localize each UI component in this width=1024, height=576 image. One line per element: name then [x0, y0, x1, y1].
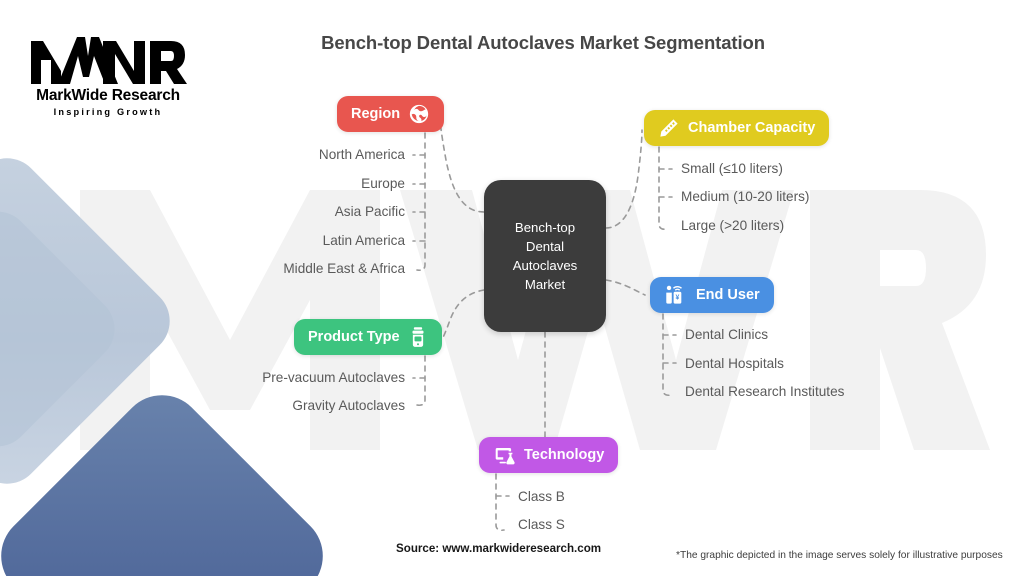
disclaimer-text: *The graphic depicted in the image serve… — [676, 550, 1003, 561]
leaf-chamber-0: Small (≤10 liters) — [681, 161, 783, 176]
wire-enduser-spine — [662, 313, 672, 397]
vial-icon — [408, 326, 428, 348]
wire-center-enduser — [605, 279, 646, 296]
branch-label-end-user: End User — [696, 287, 760, 303]
leaf-region-0: North America — [318, 147, 405, 162]
leaf-enduser-1: Dental Hospitals — [685, 356, 784, 371]
branch-label-chamber-capacity: Chamber Capacity — [688, 120, 816, 136]
branch-label-technology: Technology — [524, 447, 605, 463]
leaf-region-4: Middle East & Africa — [283, 261, 405, 276]
source-text: Source: www.markwideresearch.com — [396, 542, 602, 555]
leaf-enduser-0: Dental Clinics — [685, 327, 769, 342]
monitor-flask-icon — [493, 444, 516, 466]
wire-chamber-spine — [658, 146, 668, 231]
leaf-region-1: Europe — [361, 176, 405, 191]
wire-region-spine — [416, 132, 426, 272]
branch-pill-technology[interactable]: Technology — [479, 437, 619, 473]
wire-center-product — [441, 289, 485, 340]
leaf-region-2: Asia Pacific — [334, 204, 405, 219]
leaf-region-3: Latin America — [322, 233, 405, 248]
leaf-technology-1: Class S — [518, 517, 565, 532]
wire-center-region — [439, 115, 485, 213]
branch-pill-end-user[interactable]: ¥ End User — [650, 277, 774, 313]
leaf-product-0: Pre-vacuum Autoclaves — [262, 370, 405, 385]
wire-center-chamber — [605, 129, 643, 229]
branch-pill-region[interactable]: Region — [337, 96, 445, 132]
center-node-label: Bench-top Dental Autoclaves Market — [512, 220, 578, 292]
center-node: Bench-top Dental Autoclaves Market — [484, 180, 606, 332]
ruler-icon — [658, 117, 680, 139]
leaf-product-1: Gravity Autoclaves — [292, 398, 405, 413]
brand-tagline: Inspiring Growth — [53, 107, 163, 117]
wire-technology-spine — [495, 473, 505, 532]
branch-label-product-type: Product Type — [308, 329, 400, 345]
leaf-chamber-1: Medium (10-20 liters) — [681, 189, 810, 204]
branch-pill-product-type[interactable]: Product Type — [294, 319, 442, 355]
leaf-chamber-2: Large (>20 liters) — [681, 218, 785, 233]
brand-logo: MarkWide Research Inspiring Growth — [22, 34, 194, 117]
svg-text:¥: ¥ — [676, 295, 680, 302]
leaf-enduser-2: Dental Research Institutes — [685, 384, 845, 399]
mwr-monogram-icon — [31, 37, 187, 84]
brand-name: MarkWide Research — [36, 87, 180, 104]
page-title: Bench-top Dental Autoclaves Market Segme… — [321, 32, 765, 53]
leaf-technology-0: Class B — [518, 489, 565, 504]
user-device-icon: ¥ — [664, 284, 688, 306]
branch-label-region: Region — [351, 106, 401, 122]
globe-icon — [408, 103, 430, 125]
branch-pill-chamber-capacity[interactable]: Chamber Capacity — [644, 110, 830, 146]
wire-product-spine — [416, 355, 426, 407]
